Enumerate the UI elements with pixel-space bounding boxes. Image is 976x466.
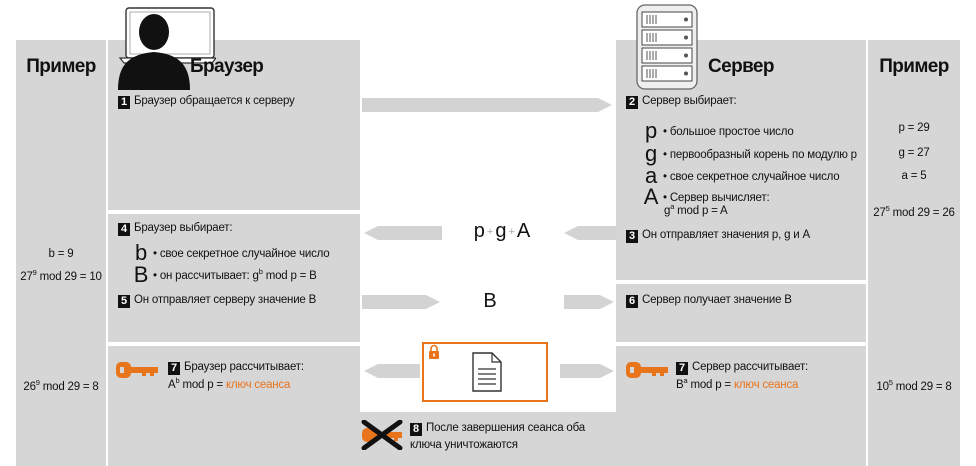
- step-number-5: 5: [118, 295, 130, 308]
- right-a-value: a = 5: [901, 170, 927, 182]
- left-example-column: [16, 40, 106, 466]
- step-number-6: 6: [626, 295, 638, 308]
- browser-title: Браузер: [190, 56, 264, 77]
- right-calc-1: 275 mod 29 = 26: [873, 204, 955, 219]
- lock-icon: [429, 344, 439, 359]
- right-g-value: g = 27: [898, 147, 930, 159]
- left-calc-2: 269 mod 29 = 8: [23, 378, 99, 393]
- step-number-7-server: 7: [676, 362, 688, 375]
- server-p-item: p • большое простое число: [644, 118, 794, 143]
- middle-panel-step8: [360, 412, 616, 466]
- browser-key-icon: [116, 362, 158, 378]
- right-example-column: [868, 40, 960, 466]
- document-icon: [472, 352, 502, 392]
- step-number-2: 2: [626, 96, 638, 109]
- arrow-browser-to-server-B-left: [362, 295, 440, 309]
- right-example-title: Пример: [879, 56, 949, 77]
- arrow-browser-to-server-B-right: [564, 295, 614, 309]
- pga-transfer-label: p+g+A: [473, 220, 531, 242]
- user-laptop-icon: [118, 7, 216, 90]
- step8-line2: ключа уничтожаются: [410, 439, 518, 451]
- browser-b-secret: b • свое секретное случайное число: [134, 240, 330, 265]
- browser-B-calc: B • он рассчитывает: gb mod p = B: [133, 262, 317, 287]
- destroyed-key-icon: [361, 420, 403, 450]
- right-p-value: p = 29: [898, 122, 930, 134]
- left-b-value: b = 9: [48, 248, 74, 260]
- server-title: Сервер: [708, 56, 775, 77]
- left-calc-1: 279 mod 29 = 10: [20, 268, 102, 283]
- server-panel-step6: [616, 284, 866, 342]
- step-number-1: 1: [118, 96, 130, 109]
- server-g-item: g • первообразный корень по модулю p: [644, 141, 857, 166]
- arrow-browser-to-server-request: [362, 98, 612, 112]
- browser-session-key-formula: Ab mod p = ключ сеанса: [168, 376, 291, 391]
- right-calc-2: 105 mod 29 = 8: [876, 378, 952, 393]
- server-session-key-formula: Ba mod p = ключ сеанса: [676, 376, 799, 391]
- server-panel-step7: [616, 346, 866, 466]
- browser-panel-step7: [108, 346, 360, 466]
- step-number-4: 4: [118, 223, 130, 236]
- arrow-document-to-browser: [364, 364, 420, 378]
- server-key-icon: [626, 362, 668, 378]
- server-a-item: a • свое секретное случайное число: [644, 163, 840, 188]
- left-example-title: Пример: [26, 56, 96, 77]
- server-A-formula: ga mod p = A: [664, 202, 728, 217]
- browser-panel-step4: [108, 214, 360, 342]
- arrow-document-to-server: [560, 364, 614, 378]
- step-number-8: 8: [410, 423, 422, 436]
- arrow-server-to-browser-pga-left: [364, 226, 442, 240]
- step-number-7-browser: 7: [168, 362, 180, 375]
- B-transfer-label: B: [483, 290, 497, 312]
- server-rack-icon: [636, 4, 698, 90]
- server-A-item: A • Сервер вычисляет:: [643, 184, 770, 209]
- arrow-server-to-browser-pga-right: [564, 226, 616, 240]
- step-number-3: 3: [626, 230, 638, 243]
